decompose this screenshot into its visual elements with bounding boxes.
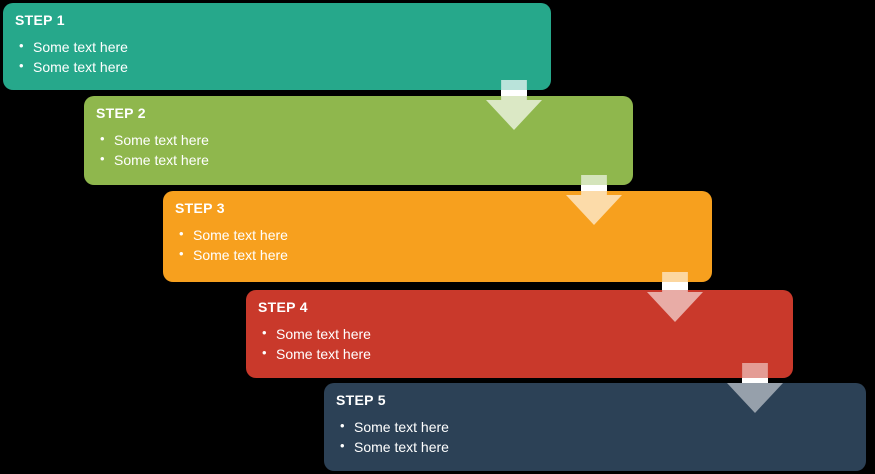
down-arrow-icon — [647, 272, 703, 322]
step-1-bullet-list: Some text here Some text here — [15, 36, 539, 77]
step-1-box: STEP 1 Some text here Some text here — [3, 3, 551, 90]
bullet-item: Some text here — [19, 36, 539, 57]
step-2-title: STEP 2 — [96, 105, 146, 121]
step-3-box: STEP 3 Some text here Some text here — [163, 191, 712, 282]
down-arrow-icon — [727, 363, 783, 413]
down-arrow-icon — [566, 175, 622, 225]
down-arrow-shape — [566, 175, 622, 225]
step-4-title: STEP 4 — [258, 299, 308, 315]
bullet-item: Some text here — [262, 343, 781, 364]
bullet-item: Some text here — [340, 436, 854, 457]
step-5-box: STEP 5 Some text here Some text here — [324, 383, 866, 471]
bullet-item: Some text here — [19, 56, 539, 77]
down-arrow-shape — [727, 363, 783, 413]
down-arrow-shape — [647, 272, 703, 322]
bullet-item: Some text here — [179, 244, 700, 265]
step-3-title: STEP 3 — [175, 200, 225, 216]
step-3-bullet-list: Some text here Some text here — [175, 224, 700, 265]
step-5-bullet-list: Some text here Some text here — [336, 416, 854, 457]
bullet-item: Some text here — [100, 149, 621, 170]
down-arrow-icon — [486, 80, 542, 130]
step-5-title: STEP 5 — [336, 392, 386, 408]
bullet-item: Some text here — [100, 129, 621, 150]
bullet-item: Some text here — [262, 323, 781, 344]
step-4-bullet-list: Some text here Some text here — [258, 323, 781, 364]
bullet-item: Some text here — [179, 224, 700, 245]
down-arrow-shape — [486, 80, 542, 130]
step-2-bullet-list: Some text here Some text here — [96, 129, 621, 170]
step-1-title: STEP 1 — [15, 12, 65, 28]
step-4-box: STEP 4 Some text here Some text here — [246, 290, 793, 378]
step-2-box: STEP 2 Some text here Some text here — [84, 96, 633, 185]
bullet-item: Some text here — [340, 416, 854, 437]
